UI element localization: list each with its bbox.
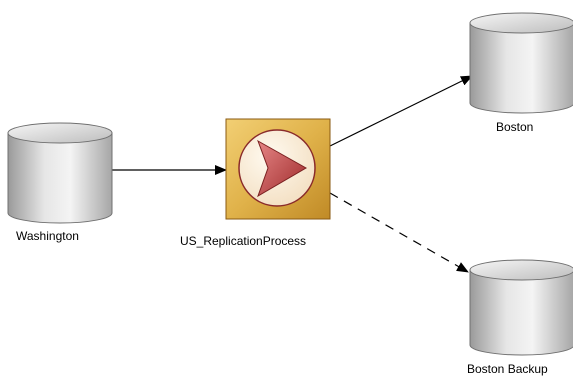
washington-label: Washington [16,229,79,243]
database-boston[interactable] [469,12,573,114]
database-boston-backup[interactable] [469,259,573,356]
boston-backup-label: Boston Backup [467,362,548,376]
replication-process-node[interactable] [225,118,331,220]
connector-process-to-boston-backup[interactable] [329,192,469,273]
connector-process-to-boston[interactable] [329,75,473,147]
play-icon [238,129,316,207]
database-washington[interactable] [7,122,113,224]
process-label: US_ReplicationProcess [180,234,307,248]
boston-label: Boston [496,120,534,134]
